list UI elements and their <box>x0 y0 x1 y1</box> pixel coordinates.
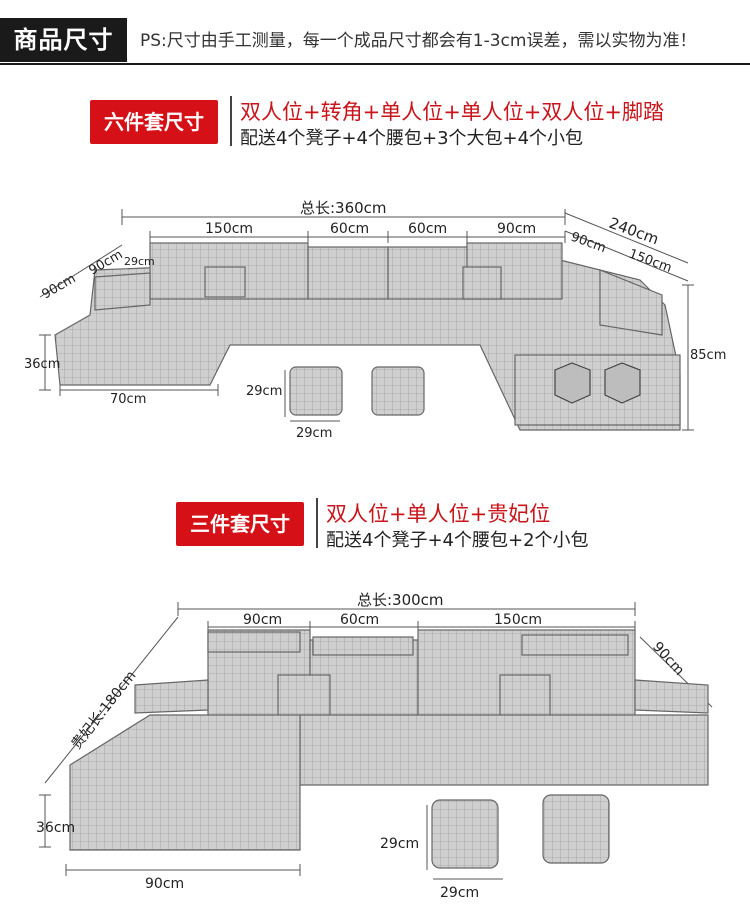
six-piece-badge: 六件套尺寸 <box>90 100 218 144</box>
dim-seg2: 60cm <box>330 221 369 237</box>
six-piece-gifts: 配送4个凳子+4个腰包+3个大包+4个小包 <box>240 128 584 149</box>
dim-chaise-width: 90cm <box>145 876 184 892</box>
six-piece-combo: 双人位+转角+单人位+单人位+双人位+脚踏 <box>240 100 664 124</box>
dim-corner: 240cm <box>607 214 662 249</box>
divider-bar <box>316 498 318 548</box>
dim-seg4: 90cm <box>497 221 536 237</box>
header-divider <box>0 63 750 65</box>
dim-seat-height: 36cm <box>36 820 75 836</box>
six-piece-diagram: 总长:360cm 150cm 60cm 60cm 90cm 240cm 90cm… <box>24 199 726 441</box>
section-title: 商品尺寸 <box>0 18 127 62</box>
divider-bar <box>230 96 232 146</box>
dim-total: 总长:300cm <box>357 591 444 609</box>
dim-seg2: 60cm <box>340 612 379 628</box>
dim-stool-width: 29cm <box>296 426 332 441</box>
dim-seg3: 150cm <box>494 612 542 628</box>
three-piece-combo: 双人位+单人位+贵妃位 <box>326 502 551 526</box>
dim-seg3: 60cm <box>408 221 447 237</box>
dim-seat-height: 36cm <box>24 357 60 372</box>
three-piece-diagram: 总长:300cm 90cm 60cm 150cm 贵妃长:180cm 90cm … <box>36 591 713 901</box>
dim-seg1: 90cm <box>243 612 282 628</box>
dim-stool-width: 29cm <box>440 885 479 901</box>
dim-back-height: 85cm <box>690 348 726 363</box>
three-piece-badge: 三件套尺寸 <box>176 502 304 546</box>
dim-arm: 29cm <box>124 255 155 268</box>
dim-depth: 90cm <box>649 639 687 679</box>
three-piece-gifts: 配送4个凳子+4个腰包+2个小包 <box>326 530 589 551</box>
measurement-note: PS:尺寸由手工测量，每一个成品尺寸都会有1-3cm误差，需以实物为准！ <box>140 31 697 51</box>
dim-total: 总长:360cm <box>300 199 387 217</box>
dim-chaise-width: 70cm <box>110 392 146 407</box>
dim-left-a: 90cm <box>40 271 79 302</box>
dim-corner-b: 150cm <box>627 247 674 276</box>
dim-stool-height: 29cm <box>380 836 419 852</box>
dim-seg1: 150cm <box>205 221 253 237</box>
dim-stool-height: 29cm <box>246 384 282 399</box>
dim-corner-a: 90cm <box>569 230 608 257</box>
